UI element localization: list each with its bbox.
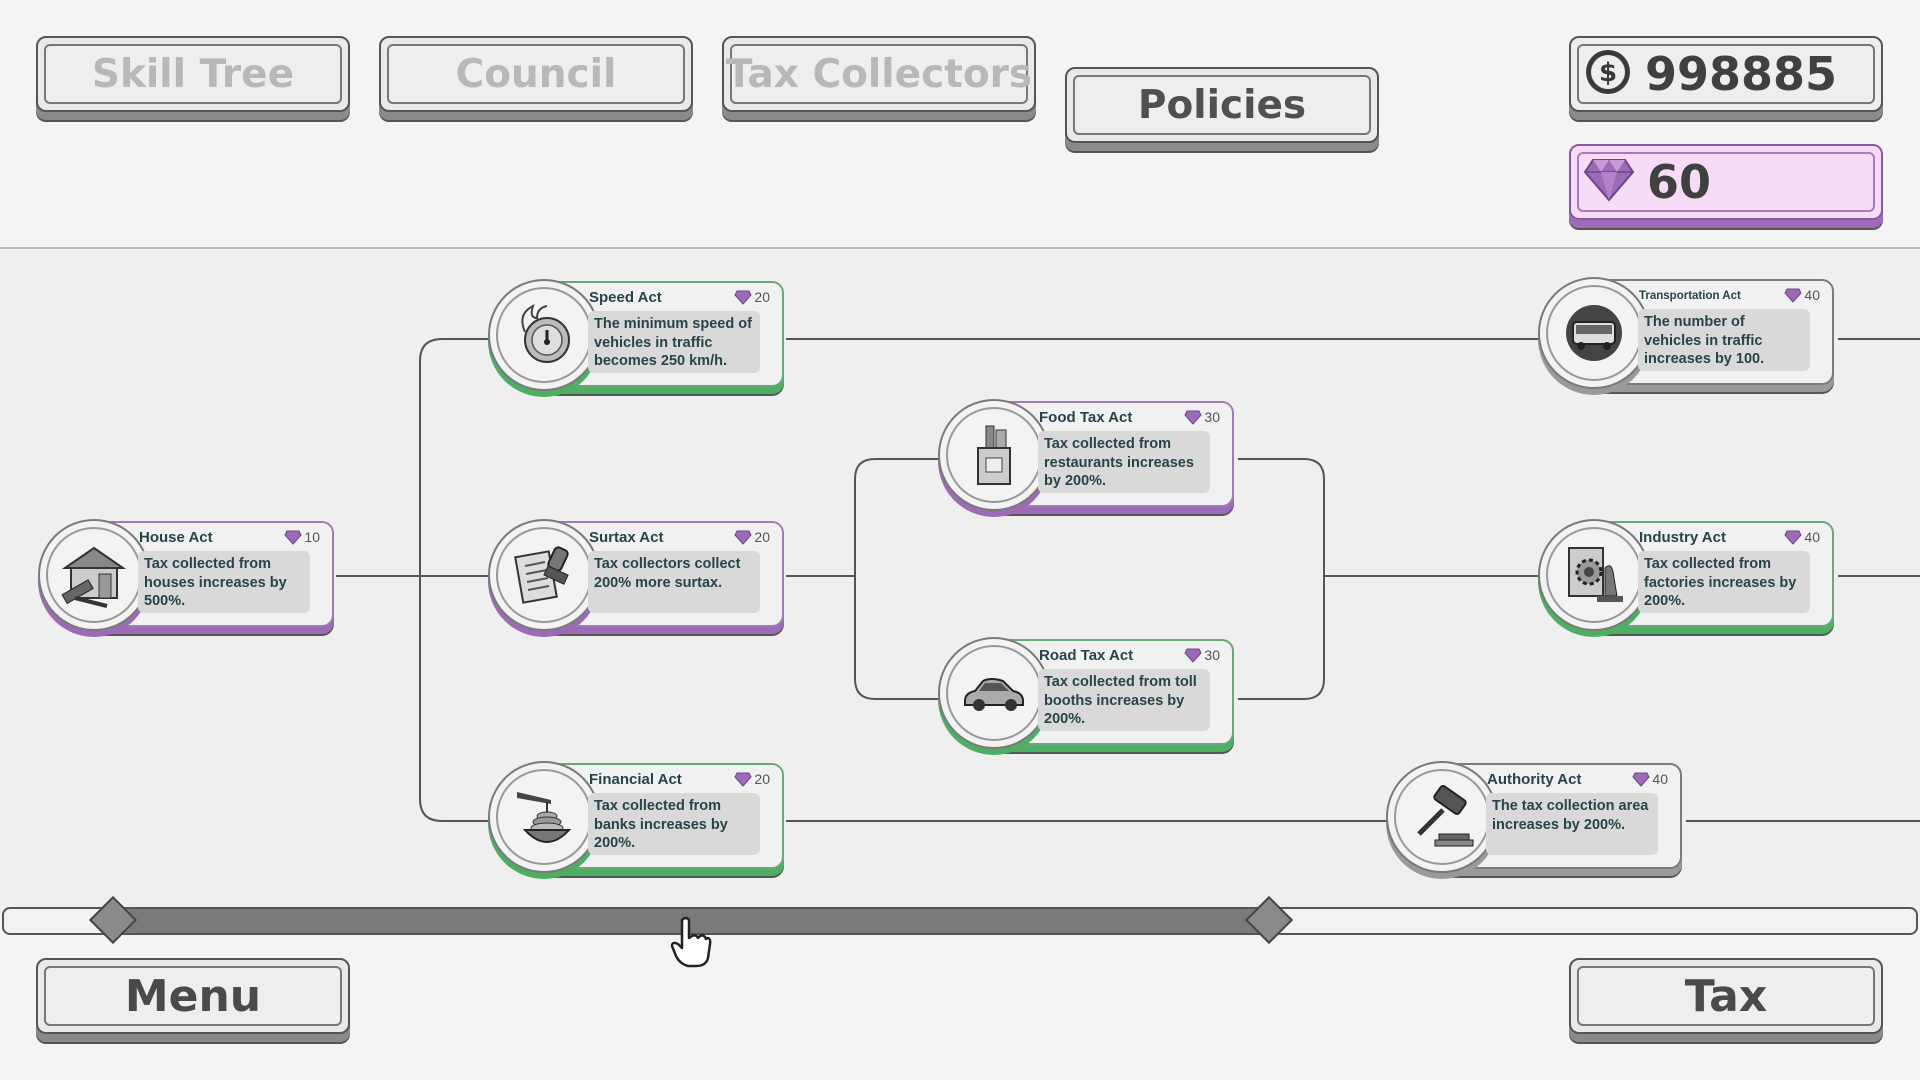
gem-icon bbox=[734, 772, 753, 787]
gem-icon bbox=[734, 290, 753, 305]
policy-description: Tax collected from restaurants increases… bbox=[1038, 431, 1210, 493]
gem-icon bbox=[284, 530, 303, 545]
tab-skill-tree[interactable]: Skill Tree bbox=[36, 36, 350, 112]
policy-cost-value: 10 bbox=[304, 529, 320, 545]
tree-scrollbar[interactable] bbox=[2, 907, 1918, 935]
policy-icon-frame bbox=[488, 519, 600, 631]
menu-button-label: Menu bbox=[124, 970, 262, 1022]
policy-cost-value: 30 bbox=[1204, 409, 1220, 425]
policy-financial-act[interactable]: Financial Act 20 Tax collected from bank… bbox=[488, 761, 788, 879]
hand-cursor-icon bbox=[670, 916, 712, 968]
gem-icon bbox=[1784, 288, 1803, 303]
tab-tax-collectors[interactable]: Tax Collectors bbox=[722, 36, 1036, 112]
policy-cost: 40 bbox=[1632, 771, 1668, 787]
counter-frame bbox=[1577, 44, 1875, 104]
policy-title: Transportation Act bbox=[1639, 290, 1741, 302]
gem-icon bbox=[1184, 648, 1203, 663]
policy-description: Tax collected from banks increases by 20… bbox=[588, 793, 760, 855]
button-frame bbox=[730, 44, 1028, 104]
tab-tax-collectors-label: Tax Collectors bbox=[725, 51, 1033, 97]
policy-description: Tax collectors collect 200% more surtax. bbox=[588, 551, 760, 613]
coin-counter: $ 998885 bbox=[1569, 36, 1883, 112]
policy-cost: 40 bbox=[1784, 287, 1820, 303]
tab-council-label: Council bbox=[455, 51, 617, 97]
policy-icon-frame bbox=[38, 519, 150, 631]
gem-icon bbox=[734, 530, 753, 545]
policy-cost-value: 30 bbox=[1204, 647, 1220, 663]
policy-title: House Act bbox=[139, 529, 213, 546]
policy-cost-value: 20 bbox=[754, 771, 770, 787]
policy-cost-value: 40 bbox=[1804, 529, 1820, 545]
policy-industry-act[interactable]: Industry Act 40 Tax collected from facto… bbox=[1538, 519, 1838, 637]
policy-transportation-act[interactable]: Transportation Act 40 The number of vehi… bbox=[1538, 277, 1838, 395]
policy-cost: 20 bbox=[734, 771, 770, 787]
policy-road-tax-act[interactable]: Road Tax Act 30 Tax collected from toll … bbox=[938, 637, 1238, 755]
policy-title: Speed Act bbox=[589, 289, 662, 306]
tab-council[interactable]: Council bbox=[379, 36, 693, 112]
policy-cost-value: 40 bbox=[1652, 771, 1668, 787]
policy-cost-value: 20 bbox=[754, 289, 770, 305]
button-frame bbox=[387, 44, 685, 104]
policy-title: Road Tax Act bbox=[1039, 647, 1134, 664]
policy-title: Authority Act bbox=[1487, 771, 1582, 788]
policy-description: The minimum speed of vehicles in traffic… bbox=[588, 311, 760, 373]
purple-gem-icon bbox=[1583, 158, 1635, 207]
policy-icon-frame bbox=[938, 637, 1050, 749]
scrollbar-thumb[interactable] bbox=[114, 909, 1274, 933]
policy-surtax-act[interactable]: Surtax Act 20 Tax collectors collect 200… bbox=[488, 519, 788, 637]
gem-icon bbox=[1632, 772, 1651, 787]
policy-description: Tax collected from factories increases b… bbox=[1638, 551, 1810, 613]
policy-title: Food Tax Act bbox=[1039, 409, 1133, 426]
tab-policies[interactable]: Policies bbox=[1065, 67, 1379, 143]
policy-cost-value: 20 bbox=[754, 529, 770, 545]
coin-amount: 998885 bbox=[1645, 47, 1838, 101]
dollar-coin-icon: $ bbox=[1583, 47, 1633, 102]
policy-cost: 40 bbox=[1784, 529, 1820, 545]
policy-icon-frame bbox=[1386, 761, 1498, 873]
policy-cost: 10 bbox=[284, 529, 320, 545]
policy-icon-frame bbox=[1538, 519, 1650, 631]
tab-skill-tree-label: Skill Tree bbox=[91, 51, 295, 97]
policy-cost: 30 bbox=[1184, 647, 1220, 663]
tax-button[interactable]: Tax bbox=[1569, 958, 1883, 1034]
gem-icon bbox=[1184, 410, 1203, 425]
policy-cost: 20 bbox=[734, 289, 770, 305]
counter-frame bbox=[1577, 152, 1875, 212]
policy-title: Industry Act bbox=[1639, 529, 1726, 546]
button-frame bbox=[1577, 966, 1875, 1026]
button-frame bbox=[44, 44, 342, 104]
button-frame bbox=[1073, 75, 1371, 135]
policy-cost-value: 40 bbox=[1804, 287, 1820, 303]
tab-policies-label: Policies bbox=[1137, 82, 1307, 128]
policy-icon-frame bbox=[1538, 277, 1650, 389]
policy-description: Tax collected from houses increases by 5… bbox=[138, 551, 310, 613]
svg-text:$: $ bbox=[1599, 58, 1617, 88]
gem-icon bbox=[1784, 530, 1803, 545]
policy-tree-panel[interactable]: Speed Act 20 The minimum speed of vehicl… bbox=[0, 247, 1920, 912]
policy-icon-frame bbox=[488, 761, 600, 873]
menu-button[interactable]: Menu bbox=[36, 958, 350, 1034]
policy-house-act[interactable]: House Act 10 Tax collected from houses i… bbox=[38, 519, 338, 637]
policy-title: Surtax Act bbox=[589, 529, 664, 546]
policy-speed-act[interactable]: Speed Act 20 The minimum speed of vehicl… bbox=[488, 279, 788, 397]
gem-counter: 60 bbox=[1569, 144, 1883, 220]
policy-title: Financial Act bbox=[589, 771, 682, 788]
gem-amount: 60 bbox=[1647, 155, 1712, 209]
policy-cost: 20 bbox=[734, 529, 770, 545]
tax-button-label: Tax bbox=[1684, 970, 1768, 1022]
tree-connectors bbox=[336, 338, 1920, 822]
button-frame bbox=[44, 966, 342, 1026]
policy-icon-frame bbox=[938, 399, 1050, 511]
policy-food-tax-act[interactable]: Food Tax Act 30 Tax collected from resta… bbox=[938, 399, 1238, 517]
policy-description: Tax collected from toll booths increases… bbox=[1038, 669, 1210, 731]
policy-icon-frame bbox=[488, 279, 600, 391]
policy-description: The tax collection area increases by 200… bbox=[1486, 793, 1658, 855]
policy-description: The number of vehicles in traffic increa… bbox=[1638, 309, 1810, 371]
policy-cost: 30 bbox=[1184, 409, 1220, 425]
policy-authority-act[interactable]: Authority Act 40 The tax collection area… bbox=[1386, 761, 1686, 879]
